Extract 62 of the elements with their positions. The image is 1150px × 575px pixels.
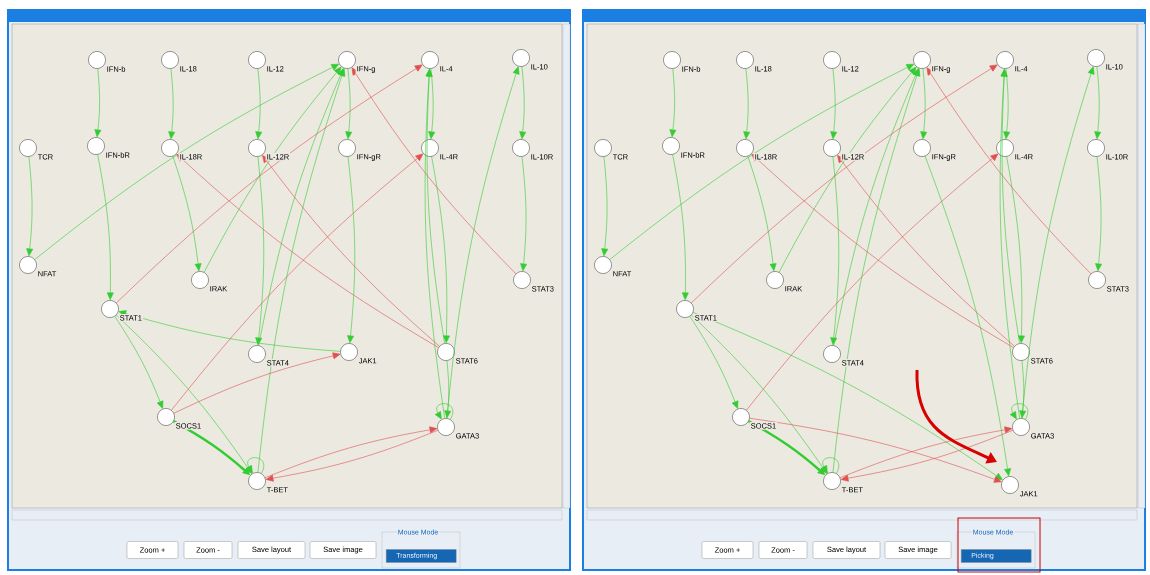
arrow [832, 68, 921, 473]
arrow [924, 155, 1011, 477]
arrow [1019, 360, 1027, 419]
arrow [519, 66, 527, 140]
arrow [749, 417, 1002, 483]
arrow [833, 68, 919, 346]
arrow [1006, 156, 1025, 344]
arrow [115, 314, 253, 474]
arrow [428, 68, 436, 140]
arrow [345, 68, 353, 140]
arrow [746, 153, 999, 411]
arrow [172, 155, 202, 272]
arrow [168, 68, 176, 140]
arrow [926, 67, 1092, 275]
arrow [34, 63, 340, 260]
arrow [690, 314, 828, 474]
arrow [115, 64, 423, 304]
arrow [97, 154, 114, 301]
arrow [830, 68, 838, 140]
arrow [778, 66, 917, 273]
arrow [351, 67, 517, 275]
arrow [747, 155, 777, 272]
arrow [1003, 68, 1011, 140]
arrow [690, 64, 998, 304]
arrow [751, 153, 1014, 348]
arrow [444, 360, 452, 419]
arrow [692, 311, 1003, 481]
arrow [431, 156, 450, 344]
arrow [920, 68, 928, 140]
arrow [171, 153, 424, 411]
arrow [347, 156, 356, 344]
arrow [26, 156, 34, 257]
arrow [689, 315, 739, 409]
arrow [820, 457, 840, 474]
arrow [94, 68, 102, 138]
arrow [1021, 66, 1095, 419]
arrow [837, 155, 1015, 347]
arrow [520, 156, 527, 272]
arrow [434, 403, 454, 420]
arrow [609, 63, 915, 260]
arrow [118, 310, 341, 352]
arrow [743, 68, 751, 140]
arrow [258, 68, 344, 346]
arrow [245, 457, 265, 474]
arrow [255, 68, 263, 140]
arrow [1009, 403, 1029, 420]
arrow [176, 153, 439, 348]
arrow [173, 352, 341, 414]
arrow [672, 154, 689, 301]
arrow [262, 155, 440, 347]
arrow [1094, 66, 1102, 140]
arrow [424, 68, 446, 419]
arrow [999, 68, 1021, 419]
arrow [255, 156, 265, 346]
arrow [601, 156, 609, 257]
arrow [114, 315, 164, 409]
arrow [446, 66, 520, 419]
arrow [669, 68, 677, 138]
arrow [203, 66, 342, 273]
arrow [257, 68, 346, 473]
arrow [1095, 156, 1102, 272]
arrow [830, 156, 840, 346]
